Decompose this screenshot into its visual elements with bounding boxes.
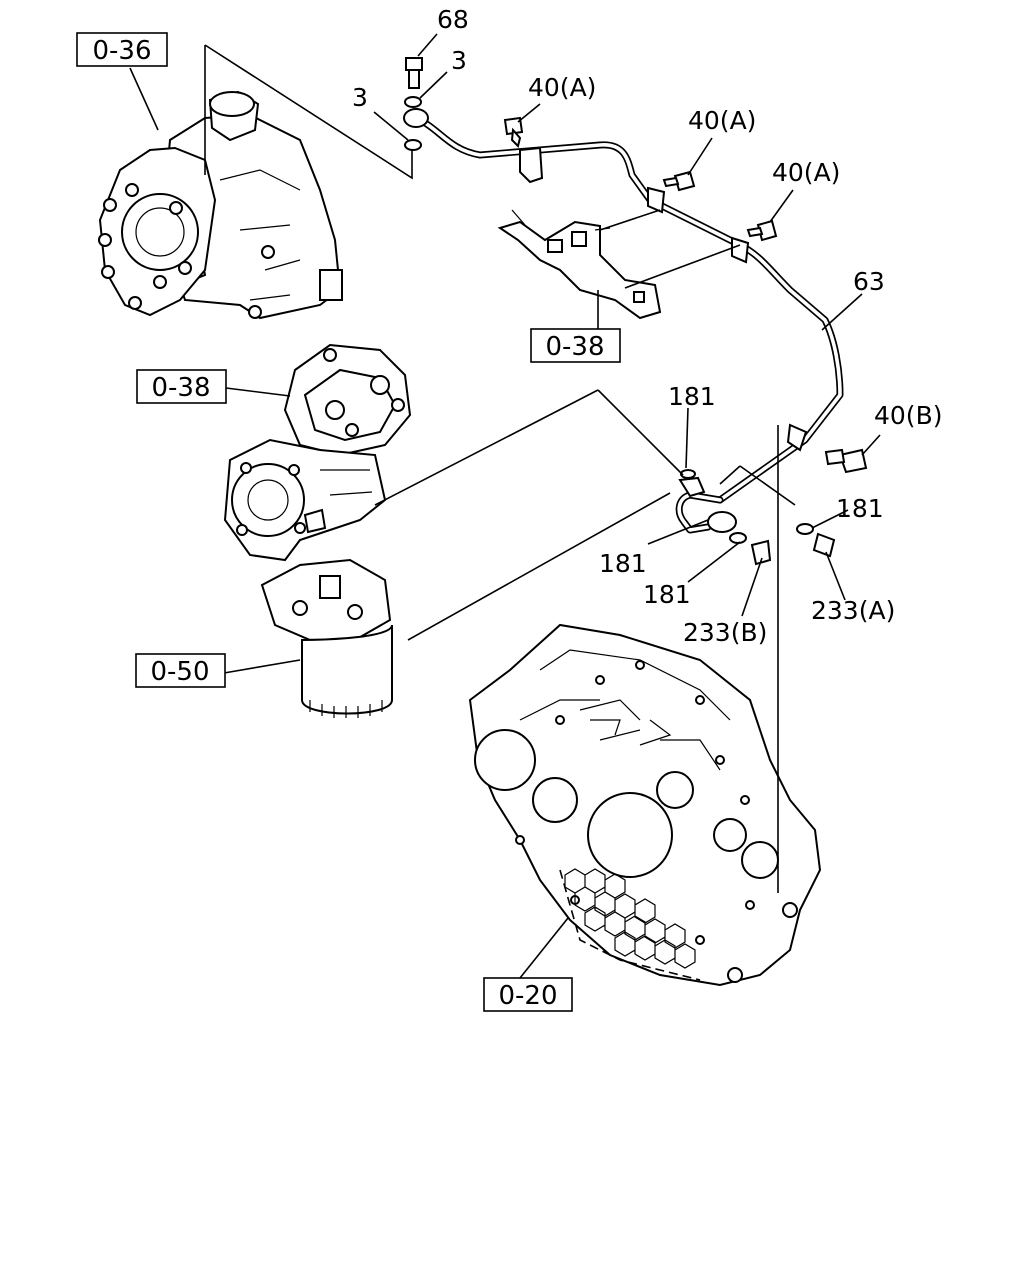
callout-233a: 233(A) (811, 596, 895, 625)
section-ref-0-38-top[interactable]: 0-38 (530, 328, 621, 363)
bracket-assembly (497, 209, 662, 320)
upper-oil-pipe (403, 108, 844, 534)
callout-181: 181 (599, 549, 647, 578)
callout-233b: 233(B) (683, 618, 767, 647)
callout-181: 181 (836, 494, 884, 523)
callout-63: 63 (853, 267, 885, 296)
callout-68: 68 (437, 5, 469, 34)
turbocharger-assembly (98, 90, 343, 320)
section-ref-0-50[interactable]: 0-50 (135, 653, 226, 688)
fasteners-top (404, 57, 868, 566)
part-callouts: 68 3 3 40(A) 40(A) 40(A) 63 40(B) 181 18… (352, 5, 942, 647)
connector-lines (129, 33, 881, 979)
section-ref-0-36[interactable]: 0-36 (76, 32, 168, 67)
callout-3: 3 (352, 83, 368, 112)
section-ref-label: 0-36 (92, 36, 151, 66)
callout-3: 3 (451, 46, 467, 75)
section-ref-label: 0-38 (151, 373, 210, 403)
oil-filter-assembly (260, 558, 393, 718)
section-ref-label: 0-20 (498, 981, 557, 1011)
callout-181: 181 (668, 382, 716, 411)
section-ref-label: 0-38 (545, 332, 604, 362)
section-ref-0-38-left[interactable]: 0-38 (136, 369, 227, 404)
callout-181: 181 (643, 580, 691, 609)
honeycomb-pattern (564, 868, 696, 969)
callout-40a: 40(A) (688, 106, 756, 135)
flywheel-housing (468, 623, 822, 987)
callout-40a: 40(A) (772, 158, 840, 187)
section-ref-0-20[interactable]: 0-20 (483, 977, 573, 1012)
callout-40b: 40(B) (874, 401, 942, 430)
callout-40a: 40(A) (528, 73, 596, 102)
section-ref-label: 0-50 (150, 657, 209, 687)
air-compressor-assembly (223, 343, 412, 562)
